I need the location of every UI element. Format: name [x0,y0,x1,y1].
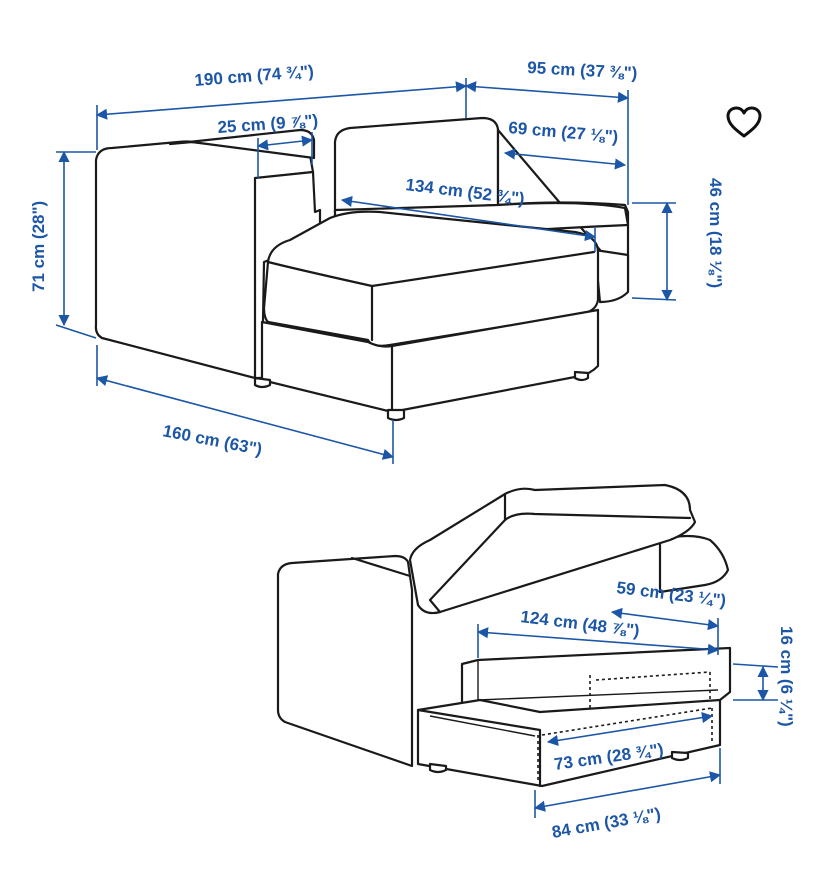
favorite-button[interactable] [722,100,766,144]
sofa-storage-illustration [276,483,732,788]
bottom-dimension-lines [476,607,779,818]
dim-seat-height: 46 cm (18 ⅛") [706,178,725,288]
top-dimension-lines [55,78,677,464]
dim-total-width: 190 cm (74 ¾") [194,62,315,90]
dim-chaise-width: 95 cm (37 ⅜") [527,58,638,83]
dim-total-height: 71 cm (28") [29,201,48,292]
heart-outline-icon [726,106,762,138]
dim-storage-height: 16 cm (6 ¼") [777,626,796,727]
dim-seat-depth: 69 cm (27 ⅛") [508,118,619,147]
sofa-chaise-illustration [94,116,630,422]
dim-total-depth: 160 cm (63") [161,421,263,459]
dim-storage-length: 124 cm (48 ⅞") [520,607,641,640]
dim-storage-outer-width: 84 cm (33 ⅛") [550,804,662,842]
